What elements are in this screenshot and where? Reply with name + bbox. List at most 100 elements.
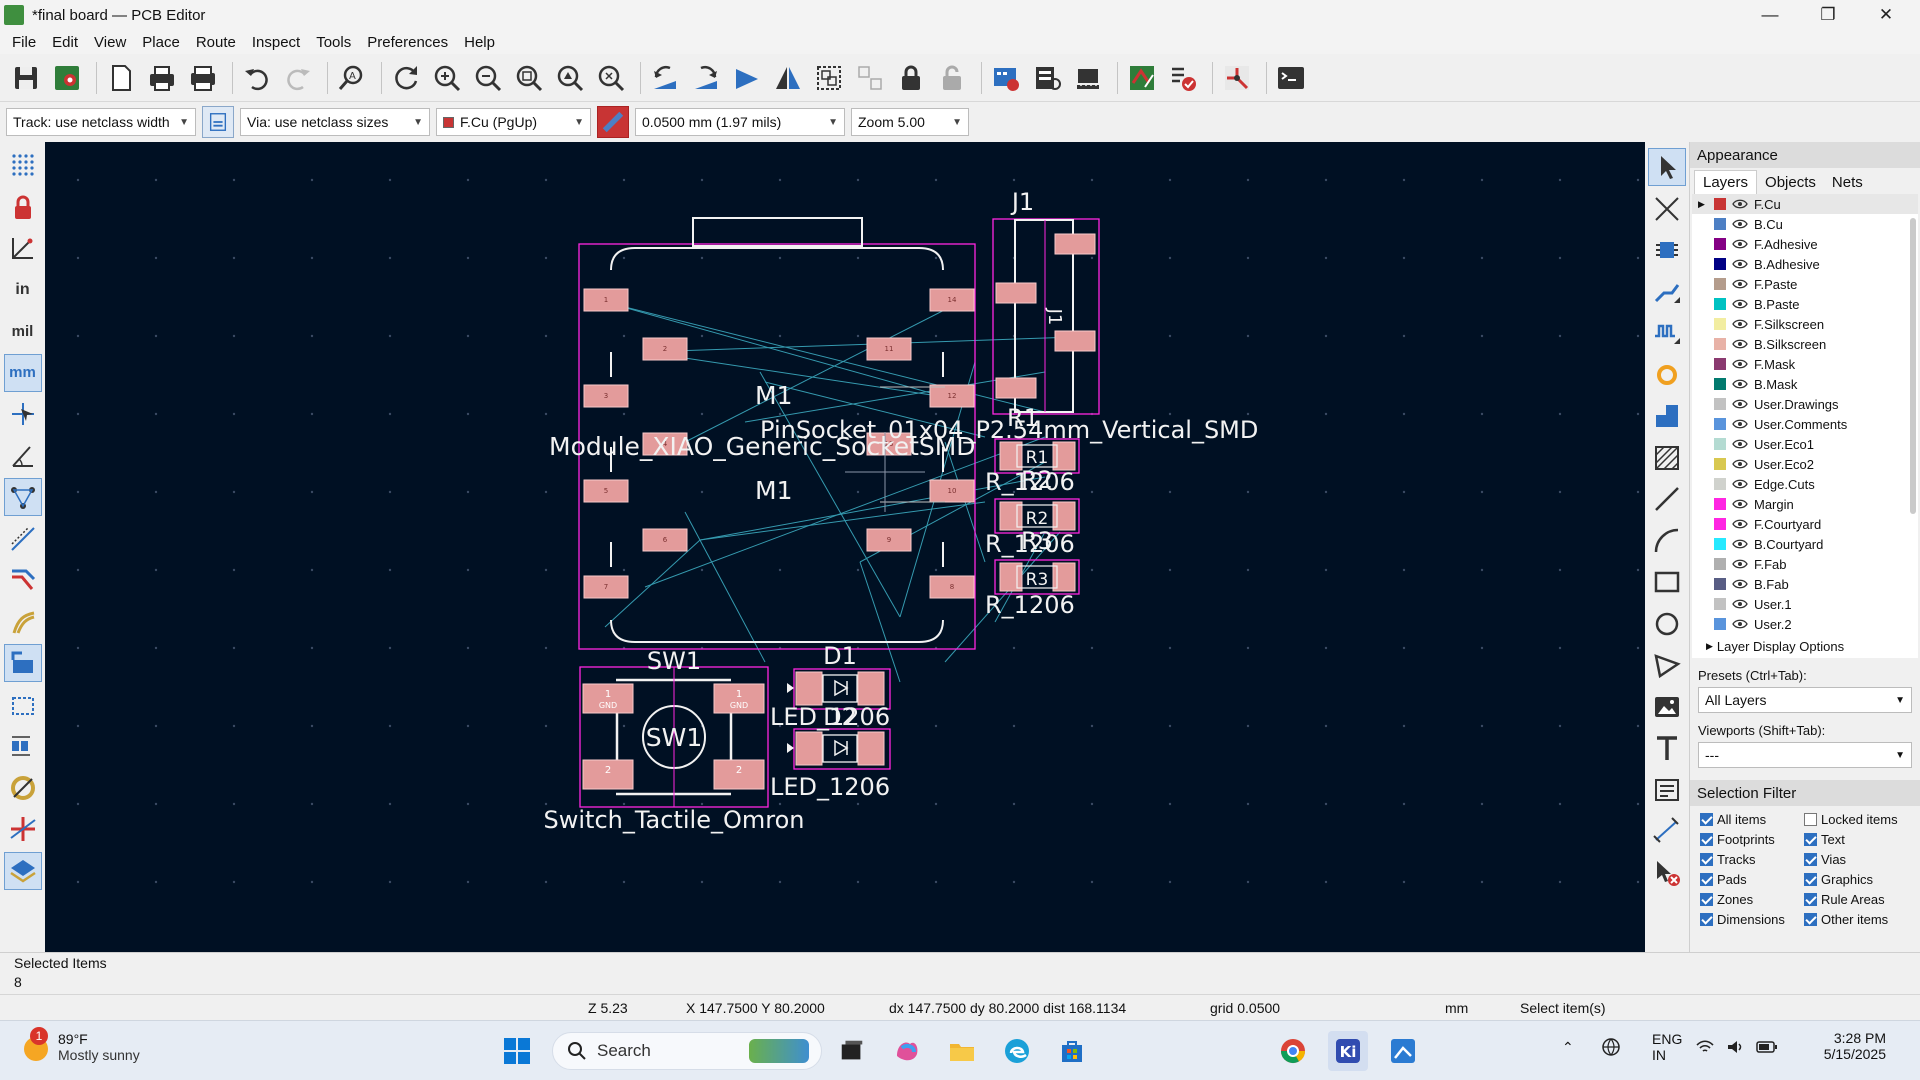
r3-reference[interactable]: R3 [1021,527,1053,555]
print-button[interactable] [144,60,180,96]
select-tool-button[interactable] [1648,148,1686,186]
layer-display-options-toggle[interactable]: ▶Layer Display Options [1692,634,1918,658]
filter-checkbox[interactable]: All items [1700,810,1804,828]
ungroup-button[interactable] [852,60,888,96]
footprint-sw1[interactable]: 1 1 2 2 GND GND [579,666,769,808]
d1-pad-2[interactable] [857,671,885,706]
eye-icon[interactable] [1732,619,1748,629]
layer-row[interactable]: B.Fab [1692,574,1918,594]
undo-button[interactable] [239,60,275,96]
eye-icon[interactable] [1732,599,1748,609]
checkbox-box[interactable] [1700,812,1713,826]
layer-row[interactable]: F.Fab [1692,554,1918,574]
layer-row[interactable]: User.Eco2 [1692,454,1918,474]
m1-reference[interactable]: M1 [755,381,792,410]
rotate-cw-button[interactable] [688,60,724,96]
layer-row[interactable]: B.Mask [1692,374,1918,394]
filter-checkbox[interactable]: Rule Areas [1804,890,1914,908]
weather-widget[interactable]: 1 89°F Mostly sunny [22,1027,140,1063]
eye-icon[interactable] [1732,279,1748,289]
checkbox-box[interactable] [1700,852,1713,866]
units-inches-button[interactable]: in [4,271,42,309]
add-rule-area-button[interactable] [1648,439,1686,477]
r1-value[interactable]: R_1206 [985,468,1075,496]
route-track-button[interactable] [1648,273,1686,311]
footprint-editor-button[interactable] [1029,60,1065,96]
checkbox-box[interactable] [1700,912,1713,926]
sw1-pad-2a[interactable] [582,759,634,790]
r1-reference[interactable]: R1 [1007,404,1039,432]
local-ratsnest-button[interactable] [1648,190,1686,228]
delete-tool-button[interactable] [1648,854,1686,892]
layer-row[interactable]: ▶F.Cu [1692,194,1918,214]
units-mm-button[interactable]: mm [3,353,42,392]
add-dimension-button[interactable] [1648,812,1686,850]
auto-track-width-toggle[interactable] [202,106,234,138]
layer-row[interactable]: B.Adhesive [1692,254,1918,274]
lang-indicator[interactable]: ENG IN [1652,1031,1682,1063]
eye-icon[interactable] [1732,579,1748,589]
kicad-taskbar-button[interactable]: Ki [1328,1031,1368,1071]
m1-pad-4[interactable] [642,432,688,456]
sw1-value[interactable]: Switch_Tactile_Omron [544,806,805,834]
sw1-pad-1b[interactable] [713,683,765,714]
measure-tool-button[interactable] [4,437,42,475]
sw1-reference[interactable]: SW1 [647,647,701,675]
m1-pad-8[interactable] [929,575,975,599]
layer-color-swatch[interactable] [1714,438,1726,450]
grid-toggle[interactable] [4,146,42,184]
j1-pad-4[interactable] [995,377,1037,399]
d1-value[interactable]: LED_1206 [770,703,890,731]
layer-color-swatch[interactable] [1714,358,1726,370]
eye-icon[interactable] [1732,439,1748,449]
m1-pad-7[interactable] [583,575,629,599]
menu-edit[interactable]: Edit [52,33,79,51]
pcb-editor-taskbar-button[interactable] [1383,1031,1423,1071]
m1-pad-3[interactable] [583,384,629,408]
minimize-button[interactable]: — [1761,5,1779,24]
layer-color-swatch[interactable] [1714,218,1726,230]
high-contrast-toggle[interactable] [4,603,42,641]
layer-color-swatch[interactable] [1714,458,1726,470]
flip-button[interactable] [729,60,765,96]
layer-color-swatch[interactable] [1714,238,1726,250]
layer-list-scrollbar[interactable] [1910,218,1916,514]
page-settings-button[interactable] [103,60,139,96]
store-button[interactable] [1052,1031,1092,1071]
sw1-pad-2b[interactable] [713,759,765,790]
add-via-button[interactable] [1648,356,1686,394]
d2-reference[interactable]: D2 [823,703,857,731]
unlock-button[interactable] [934,60,970,96]
j1-pad-1[interactable] [1054,233,1096,255]
d1-pad-1[interactable] [795,671,823,706]
r3-pad-2[interactable] [1052,562,1076,592]
layer-row[interactable]: Margin [1692,494,1918,514]
file-explorer-button[interactable] [942,1031,982,1071]
zoom-out-button[interactable] [470,60,506,96]
eye-icon[interactable] [1732,379,1748,389]
layer-row[interactable]: User.Comments [1692,414,1918,434]
via-fill-toggle[interactable] [4,769,42,807]
layer-row[interactable]: B.Cu [1692,214,1918,234]
layer-row[interactable]: User.Drawings [1692,394,1918,414]
m1-pad-9[interactable] [866,432,912,456]
route-tool-button[interactable] [1219,60,1255,96]
layer-row[interactable]: F.Courtyard [1692,514,1918,534]
checkbox-box[interactable] [1804,852,1817,866]
j1-pad-2[interactable] [995,282,1037,304]
show-hidden-icons-button[interactable]: ⌃ [1562,1039,1574,1056]
eye-icon[interactable] [1732,239,1748,249]
save-button[interactable] [8,60,44,96]
d2-value[interactable]: LED_1206 [770,773,890,801]
draw-circle-button[interactable] [1648,605,1686,643]
r1-pad-1[interactable] [999,441,1023,471]
track-width-select[interactable]: Track: use netclass width▼ [6,108,196,136]
m1-pad-14[interactable] [929,288,975,312]
m1-pad-9b[interactable] [866,528,912,552]
drc-button[interactable] [1165,60,1201,96]
add-footprint-button[interactable] [1648,231,1686,269]
layer-row[interactable]: F.Mask [1692,354,1918,374]
footprint-d1[interactable] [787,668,891,710]
tune-length-button[interactable] [1648,314,1686,352]
